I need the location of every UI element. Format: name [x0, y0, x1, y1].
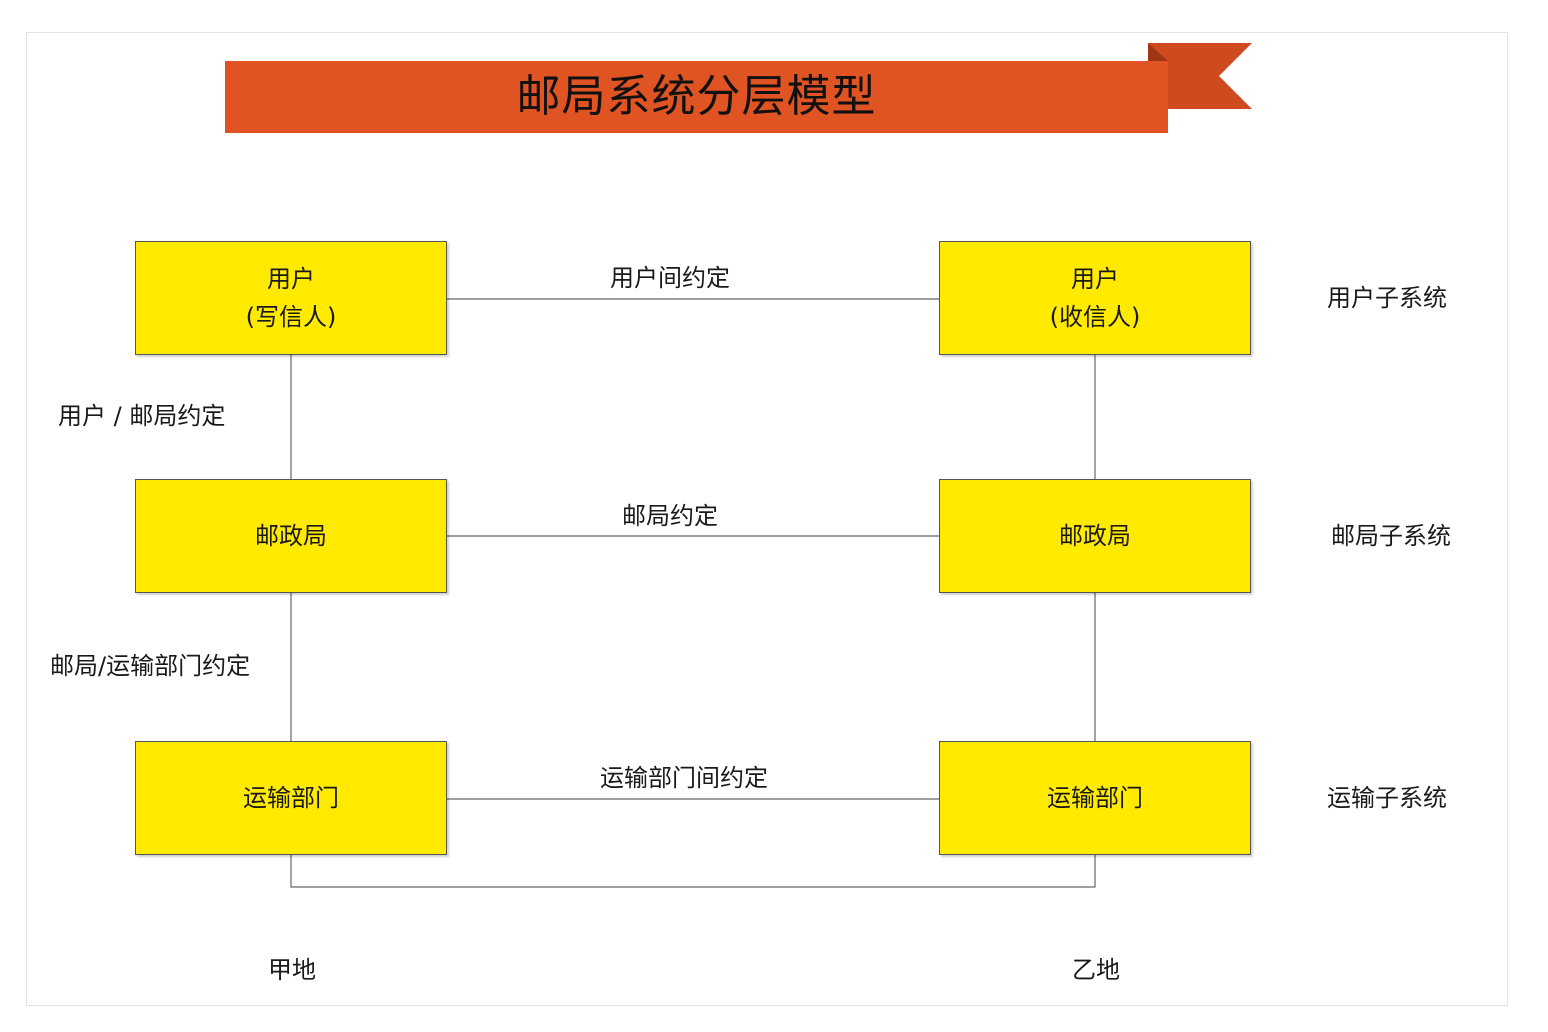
edge-label-transport-transport: 运输部门间约定: [600, 764, 768, 792]
node-sender-user: 用户 (写信人): [135, 241, 447, 355]
edge-label-user-user: 用户间约定: [610, 264, 730, 292]
node-transport-b-label: 运输部门: [1047, 784, 1143, 812]
edge-label-post-post: 邮局约定: [622, 502, 718, 530]
node-transport-a-label: 运输部门: [243, 784, 339, 812]
node-sender-user-line1: 用户: [267, 265, 315, 293]
ribbon-fold-shadow: [1148, 43, 1168, 61]
node-post-office-a: 邮政局: [135, 479, 447, 593]
title-banner: 邮局系统分层模型: [225, 61, 1168, 133]
node-receiver-user-line1: 用户: [1071, 265, 1119, 293]
connector-physical-link: [290, 855, 1096, 888]
node-post-office-b-label: 邮政局: [1059, 522, 1131, 550]
node-receiver-user-line2: (收信人): [1049, 303, 1141, 331]
subsystem-label-transport: 运输子系统: [1327, 784, 1447, 812]
node-post-office-a-label: 邮政局: [255, 522, 327, 550]
subsystem-label-post: 邮局子系统: [1331, 522, 1451, 550]
diagram-title: 邮局系统分层模型: [516, 71, 877, 122]
location-label-a: 甲地: [268, 956, 316, 984]
node-receiver-user: 用户 (收信人): [939, 241, 1251, 355]
node-post-office-b: 邮政局: [939, 479, 1251, 593]
edge-label-post-transport: 邮局/运输部门约定: [50, 652, 251, 680]
node-transport-a: 运输部门: [135, 741, 447, 855]
diagram-frame: [26, 32, 1508, 1006]
ribbon-tail-shape: [1148, 43, 1252, 109]
location-label-b: 乙地: [1072, 956, 1120, 984]
edge-label-user-post: 用户 / 邮局约定: [58, 402, 226, 430]
subsystem-label-user: 用户子系统: [1327, 284, 1447, 312]
node-sender-user-line2: (写信人): [245, 303, 337, 331]
node-transport-b: 运输部门: [939, 741, 1251, 855]
